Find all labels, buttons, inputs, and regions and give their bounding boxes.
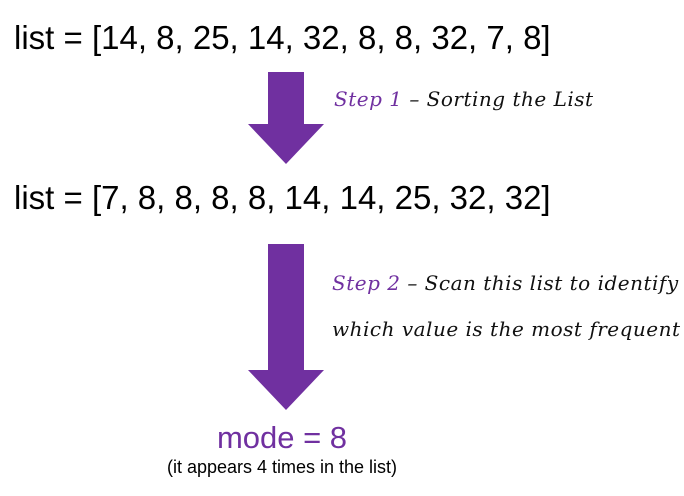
down-arrow-icon: [248, 244, 324, 410]
step2-text-line1: – Scan this list to identify: [400, 271, 679, 295]
sorted-list: list = [7, 8, 8, 8, 8, 14, 14, 25, 32, 3…: [14, 179, 551, 216]
mode-caption: (it appears 4 times in the list): [166, 457, 398, 477]
step1-note: Step 1 – Sorting the List: [334, 84, 594, 114]
step2-label: Step 2: [332, 271, 401, 295]
step1-label: Step 1: [334, 87, 403, 111]
step1-text: – Sorting the List: [402, 87, 594, 111]
down-arrow-icon: [248, 72, 324, 164]
step2-text-line2: which value is the most frequent: [332, 317, 681, 341]
original-list: list = [14, 8, 25, 14, 32, 8, 8, 32, 7, …: [14, 19, 551, 56]
mode-result: mode = 8: [216, 420, 348, 455]
step2-note: Step 2 – Scan this list to identify: [332, 268, 679, 298]
